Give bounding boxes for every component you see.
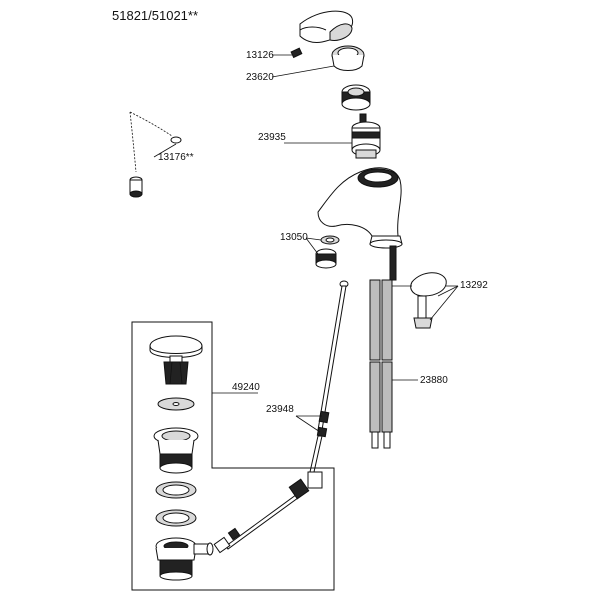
cartridge-23935 xyxy=(351,113,381,159)
braided-hoses-23880 xyxy=(369,279,393,449)
leader-13176 xyxy=(153,143,177,158)
waste-plug-cap xyxy=(149,335,203,385)
waste-washer-2 xyxy=(155,509,197,527)
chain-plug-13176 xyxy=(129,111,182,198)
lever-handle xyxy=(299,10,354,43)
aerator-13050 xyxy=(315,235,340,269)
waste-set-frame xyxy=(131,321,335,591)
leader-23620 xyxy=(271,65,335,78)
fixing-bracket-13292 xyxy=(388,272,447,329)
leader-13292-c xyxy=(429,285,459,321)
screw-13126 xyxy=(290,47,303,59)
diagram-title: 51821/51021** xyxy=(112,8,198,23)
label-49240: 49240 xyxy=(232,382,260,393)
leader-23948-b xyxy=(295,415,321,433)
popup-rod-23948 xyxy=(307,280,349,489)
label-23948: 23948 xyxy=(266,404,294,415)
waste-flange xyxy=(153,427,199,474)
label-23620: 23620 xyxy=(246,72,274,83)
waste-body xyxy=(155,537,214,581)
label-13126: 13126 xyxy=(246,50,274,61)
label-13050: 13050 xyxy=(280,232,308,243)
label-13292: 13292 xyxy=(460,280,488,291)
faucet-body xyxy=(317,167,403,249)
cover-ring-23620 xyxy=(331,45,365,71)
waste-washer-1 xyxy=(155,481,197,499)
waste-seal-disc xyxy=(157,397,195,411)
leader-13292-b xyxy=(437,285,459,297)
bushing-ring xyxy=(341,84,371,111)
leader-13050-a xyxy=(305,237,322,241)
threaded-stud xyxy=(389,245,397,281)
label-13176: 13176** xyxy=(158,152,194,163)
pivot-rod xyxy=(213,478,310,554)
label-23935: 23935 xyxy=(258,132,286,143)
label-23880: 23880 xyxy=(420,375,448,386)
leader-13050-b xyxy=(305,237,319,255)
